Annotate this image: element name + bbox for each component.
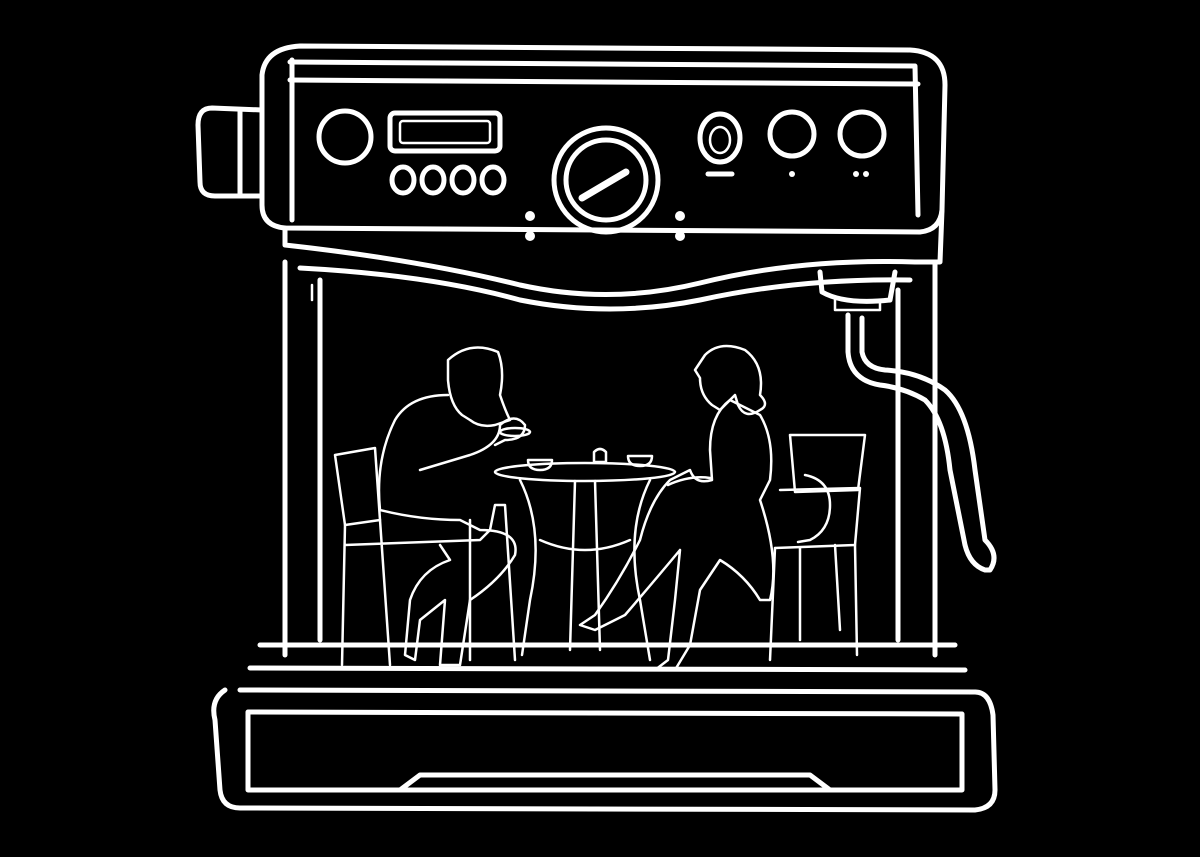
panel-wave [282, 207, 945, 297]
cafe-table [493, 447, 677, 662]
chair-right [768, 433, 867, 662]
woman-figure [578, 344, 775, 672]
right-knobs [697, 109, 887, 177]
program-buttons [389, 164, 507, 196]
indicator-dots [525, 211, 685, 241]
man-figure [333, 346, 532, 667]
pressure-gauge-icon [551, 125, 661, 235]
side-knob [195, 105, 265, 199]
left-dial-icon [316, 108, 374, 166]
machine-body-sides [282, 259, 938, 658]
display-screen [387, 110, 503, 154]
steam-wand [845, 312, 997, 573]
group-head [817, 269, 898, 304]
drip-tray [211, 642, 998, 813]
